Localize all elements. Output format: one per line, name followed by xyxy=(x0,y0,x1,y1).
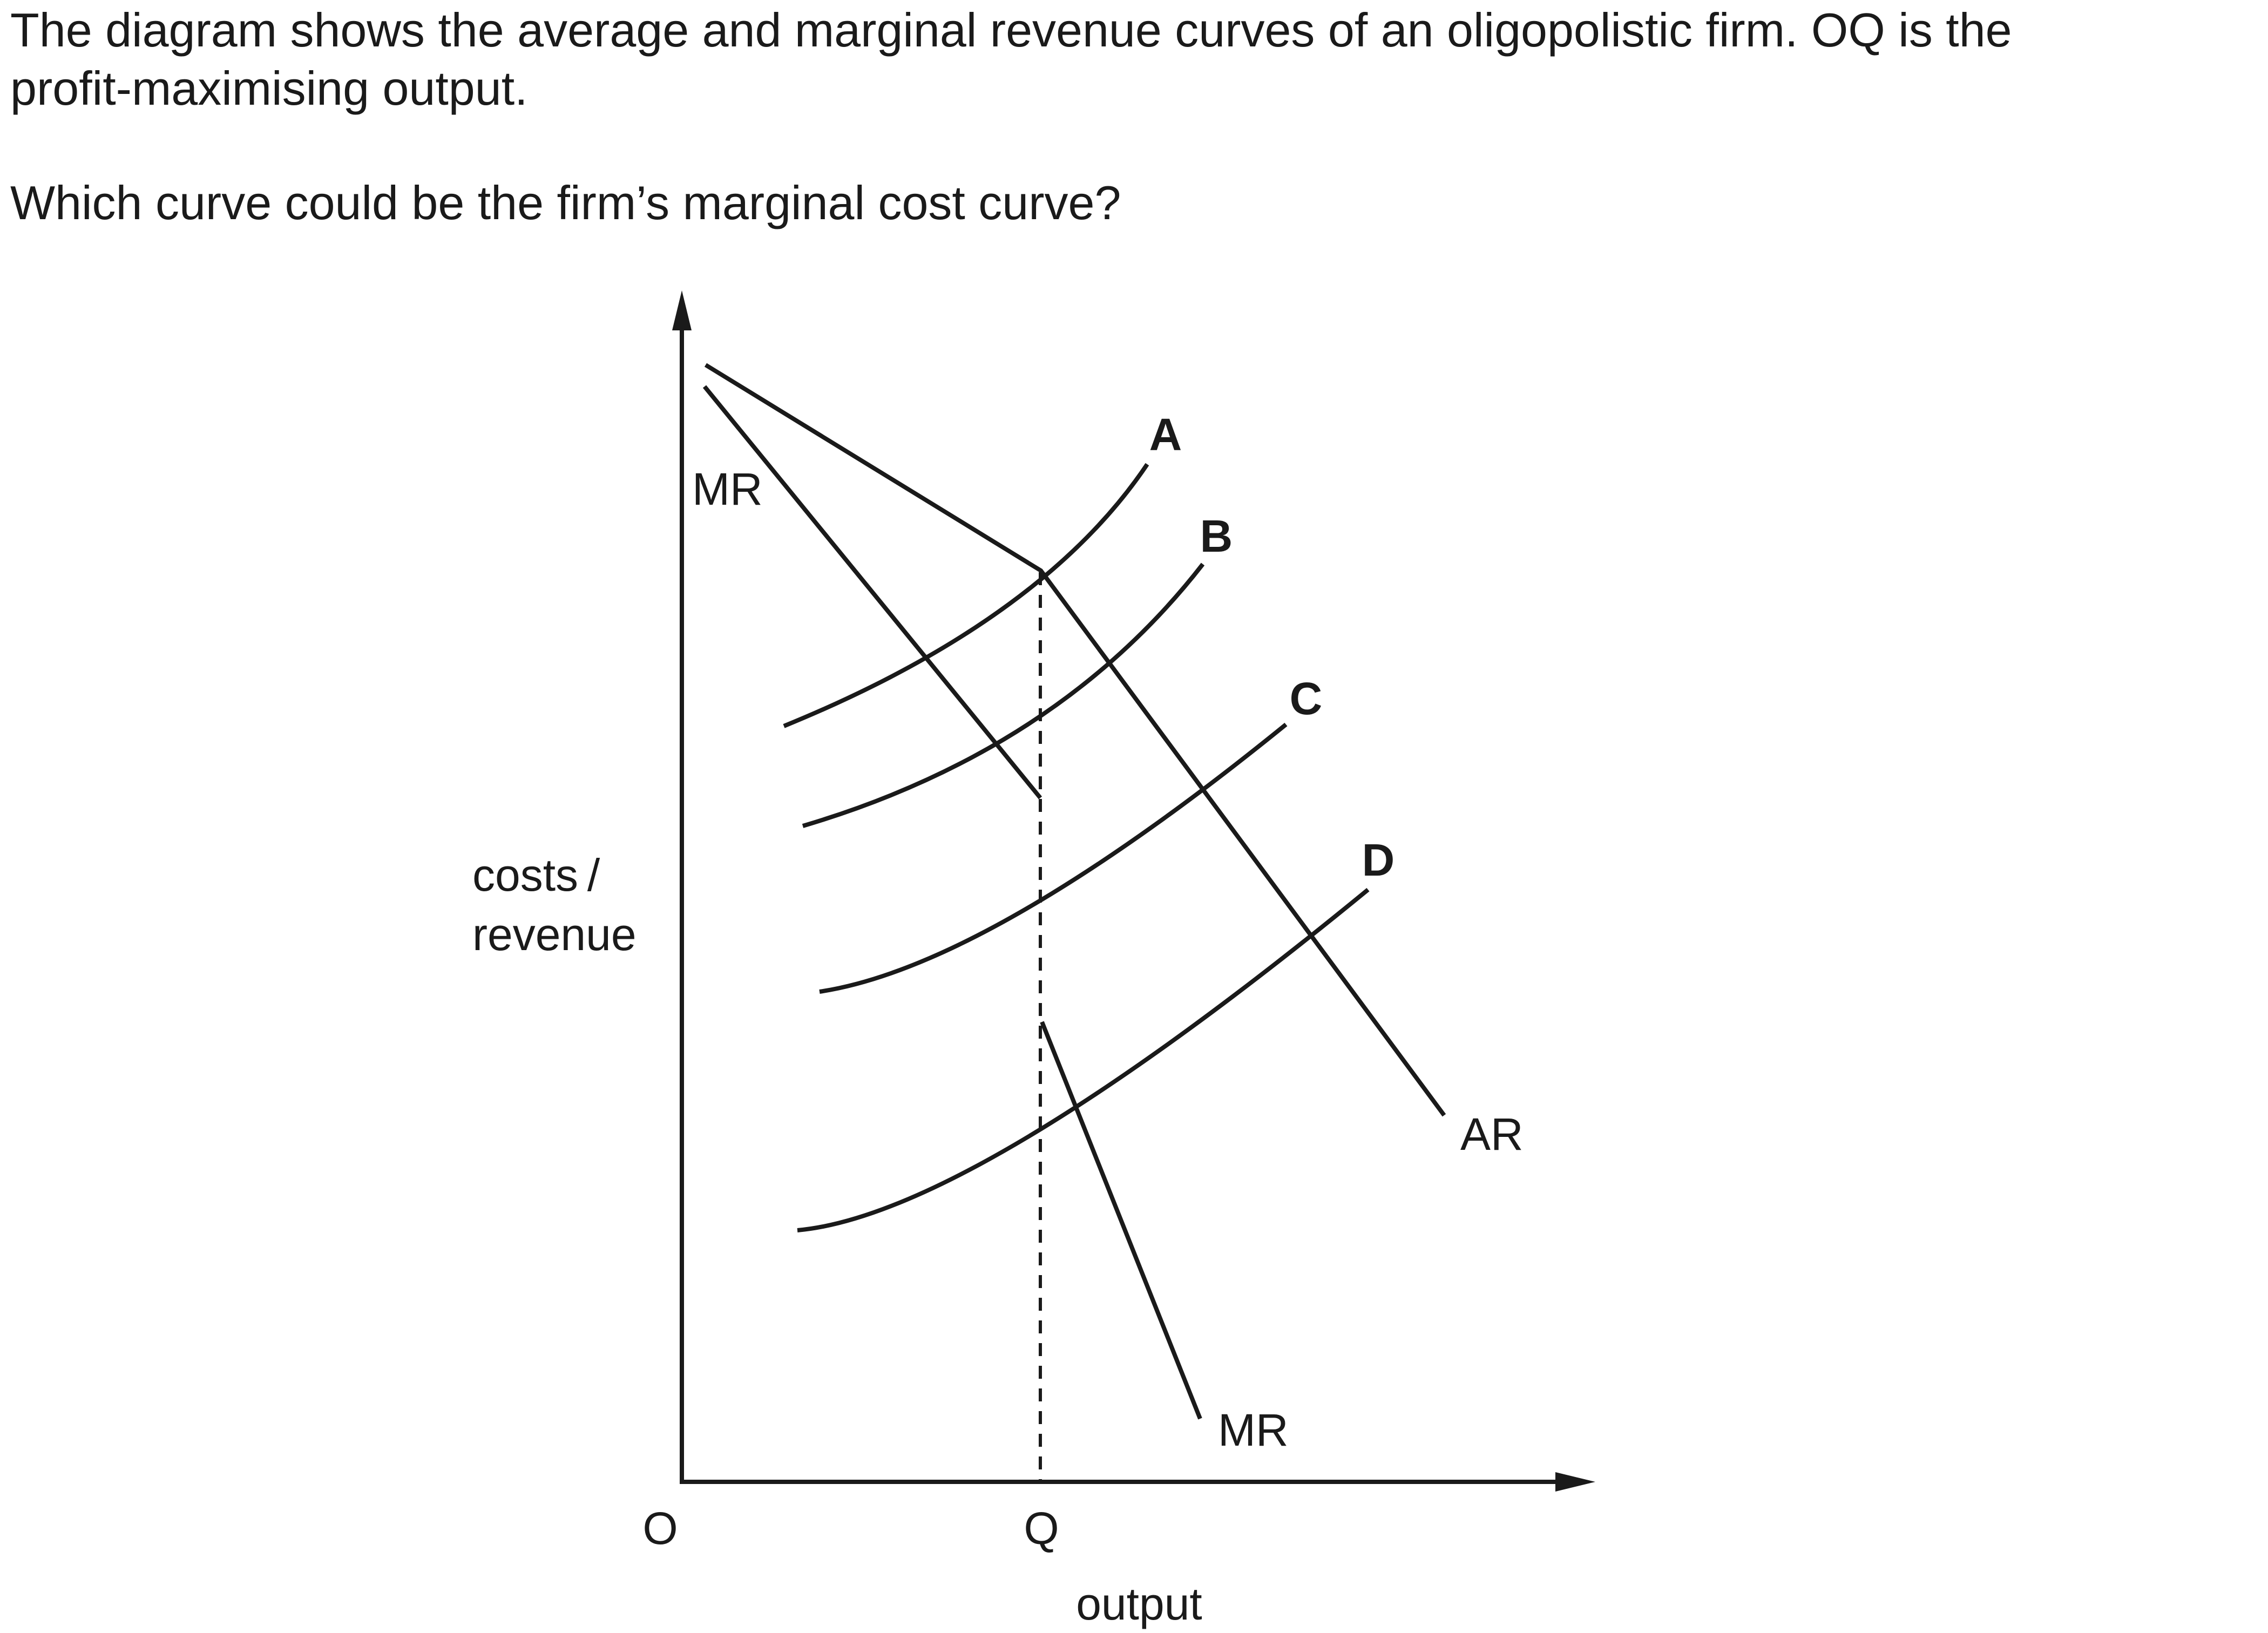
question-prompt: Which curve could be the firm’s marginal… xyxy=(10,176,1121,229)
mr-curve-lower xyxy=(1040,1021,1202,1420)
question-text-line-1: The diagram shows the average and margin… xyxy=(10,3,2012,57)
y-axis-arrowhead xyxy=(672,290,692,330)
curve-label-d: D xyxy=(1362,835,1395,885)
mr-curve-upper xyxy=(702,385,1042,799)
curve-a xyxy=(783,463,1149,728)
origin-label: O xyxy=(642,1503,678,1554)
curve-d xyxy=(797,887,1370,1232)
x-axis-arrowhead xyxy=(1555,1472,1595,1492)
q-label: Q xyxy=(1024,1503,1059,1554)
mr-label-upper: MR xyxy=(692,464,763,514)
question-text-line-2: profit-maximising output. xyxy=(10,62,528,115)
curve-label-a: A xyxy=(1149,409,1182,460)
y-axis-label-line-2: revenue xyxy=(472,909,637,960)
x-axis-label: output xyxy=(1076,1578,1202,1629)
curve-label-b: B xyxy=(1200,511,1233,561)
ar-curve xyxy=(704,363,1446,1117)
mr-label-lower: MR xyxy=(1218,1405,1289,1455)
curve-b xyxy=(802,563,1205,828)
curve-label-c: C xyxy=(1290,673,1323,724)
y-axis-label-line-1: costs / xyxy=(472,850,600,900)
curve-c xyxy=(819,722,1288,994)
ar-label: AR xyxy=(1460,1109,1524,1160)
